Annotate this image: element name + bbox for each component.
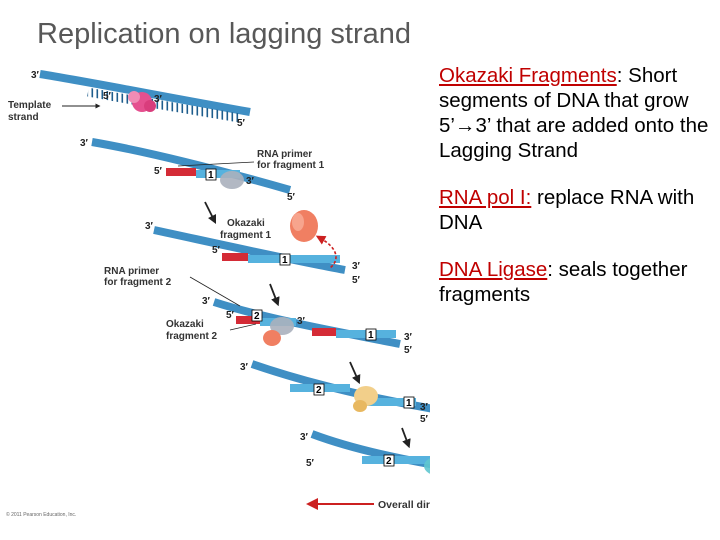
end-5prime: 5′ [287,192,296,203]
fragment-number-1: 1 [368,330,374,341]
fragment-number-1: 1 [208,170,214,181]
rna-primer-label: RNA primer [257,149,312,160]
end-5prime: 5′ [226,310,235,321]
note-rna-pol: RNA pol I: replace RNA with DNA [439,185,711,235]
end-5prime: 5′ [154,166,163,177]
template-strand [91,138,292,194]
template-strand [153,226,346,274]
rna-primer-1 [312,328,336,336]
note-okazaki: Okazaki Fragments: Short segments of DNA… [439,63,711,163]
template-strand [39,70,251,116]
end-3prime: 3′ [31,70,40,81]
rna-primer-1 [166,168,196,176]
fragment-number-box [403,396,415,409]
fragment-number-box [279,253,291,266]
dna-pol1-icon [353,386,378,412]
template-strand [212,298,401,348]
end-3prime: 3′ [300,432,309,443]
step-arrow [349,361,361,385]
end-5prime: 5′ [420,414,429,425]
fragment-number-box [251,309,263,322]
okazaki-fragment-label: fragment 2 [166,331,218,342]
rna-primer-1 [222,253,248,261]
note-text: replace RNA with DNA [439,186,695,234]
joined-fragments [362,456,430,464]
end-3prime: 3′ [420,402,429,413]
replication-diagram: 3′ 5′ 3′ 5′ Template strand 1 3′ 5′ 3′ 5… [8,70,430,511]
end-5prime: 5′ [404,345,413,356]
template-strand [310,430,430,469]
pointer-line [189,276,241,307]
note-ligase: DNA Ligase: seals together fragments [439,257,711,307]
rna-primer-label: for fragment 2 [104,277,172,288]
rna-primer-2 [236,316,260,324]
fragment-number-1: 1 [282,255,288,266]
term-ligase: DNA Ligase [439,258,548,281]
step-arrow [204,201,217,225]
fragment-number-box [365,328,377,341]
stage-5-pol1: 2 1 3′ 3′ 5′ [240,360,430,425]
note-text: 3’ that are added onto the Lagging Stran… [439,114,709,162]
copyright-notice: © 2011 Pearson Education, Inc. [6,512,77,518]
end-5prime: 5′ [306,458,315,469]
okazaki-fragment-label: Okazaki [227,218,265,229]
rna-primer-label: RNA primer [104,266,159,277]
pointer-line [229,323,257,331]
end-3prime: 3′ [80,138,89,149]
okazaki-fragment-1 [248,255,340,263]
note-text: : [616,64,623,87]
fragment-number-box [313,383,325,396]
template-strand-label: Template [8,100,52,111]
end-3prime: 3′ [145,221,154,232]
note-text: Short segments of DNA that grow 5’ [439,64,689,137]
stage-3-fragment1: 1 3′ 5′ 3′ 5′ Okazaki fragment 1 [145,210,361,286]
okazaki-fragment-label: fragment 1 [220,230,272,241]
note-text: : seals together fragments [439,258,688,306]
pointer-line [177,161,255,167]
end-3prime: 3′ [154,94,163,105]
fragment-number-2: 2 [316,385,322,396]
fragment-number-2: 2 [386,456,392,467]
end-5prime: 5′ [212,245,221,256]
end-3prime: 3′ [246,176,255,187]
fragment-number-2: 2 [254,311,260,322]
stage-1-primase: 3′ 5′ 3′ 5′ Template strand [8,70,251,129]
notes-panel: Okazaki Fragments: Short segments of DNA… [439,63,711,329]
dna-pol3-icon [263,317,294,346]
end-3prime: 3′ [240,362,249,373]
fragment-number-box [383,454,395,467]
template-rungs [87,87,241,123]
fragment-number-box [205,168,217,181]
end-3prime: 3′ [297,316,306,327]
fragment-number-1: 1 [406,398,412,409]
end-5prime: 5′ [103,91,112,102]
term-okazaki: Okazaki Fragments [439,64,617,87]
end-3prime: 3′ [202,296,211,307]
okazaki-fragment-label: Okazaki [166,319,204,330]
dna-pol3-icon [220,171,244,189]
end-5prime: 5′ [352,275,361,286]
slide-title: Replication on lagging strand [37,18,412,50]
term-rna-pol: RNA pol I: [439,186,532,209]
step-arrow [401,427,411,449]
end-3prime: 3′ [404,332,413,343]
end-5prime: 5′ [237,118,246,129]
okazaki-fragment-1 [356,398,416,406]
template-strand-label: strand [8,112,39,123]
end-3prime: 3′ [352,261,361,272]
rna-primer-label: for fragment 1 [257,160,325,171]
okazaki-fragment-1 [196,170,240,178]
overall-direction-label: Overall direction of replication [378,499,430,511]
stage-4-primer2: 2 1 3′ 5′ 3′ 3′ 5′ RNA primer for fragme… [104,266,413,356]
stage-2-primer: 1 3′ 5′ 3′ 5′ RNA primer for fragment 1 [80,138,325,203]
release-arrow [315,235,337,269]
dna-pol3-released-icon [290,210,318,242]
arrow-icon: → [454,114,476,137]
step-arrow [269,283,280,307]
primase-icon [128,91,156,112]
stage-6-ligase: 2 1 3′ 5′ [300,430,430,474]
dna-ligase-icon [424,458,430,474]
